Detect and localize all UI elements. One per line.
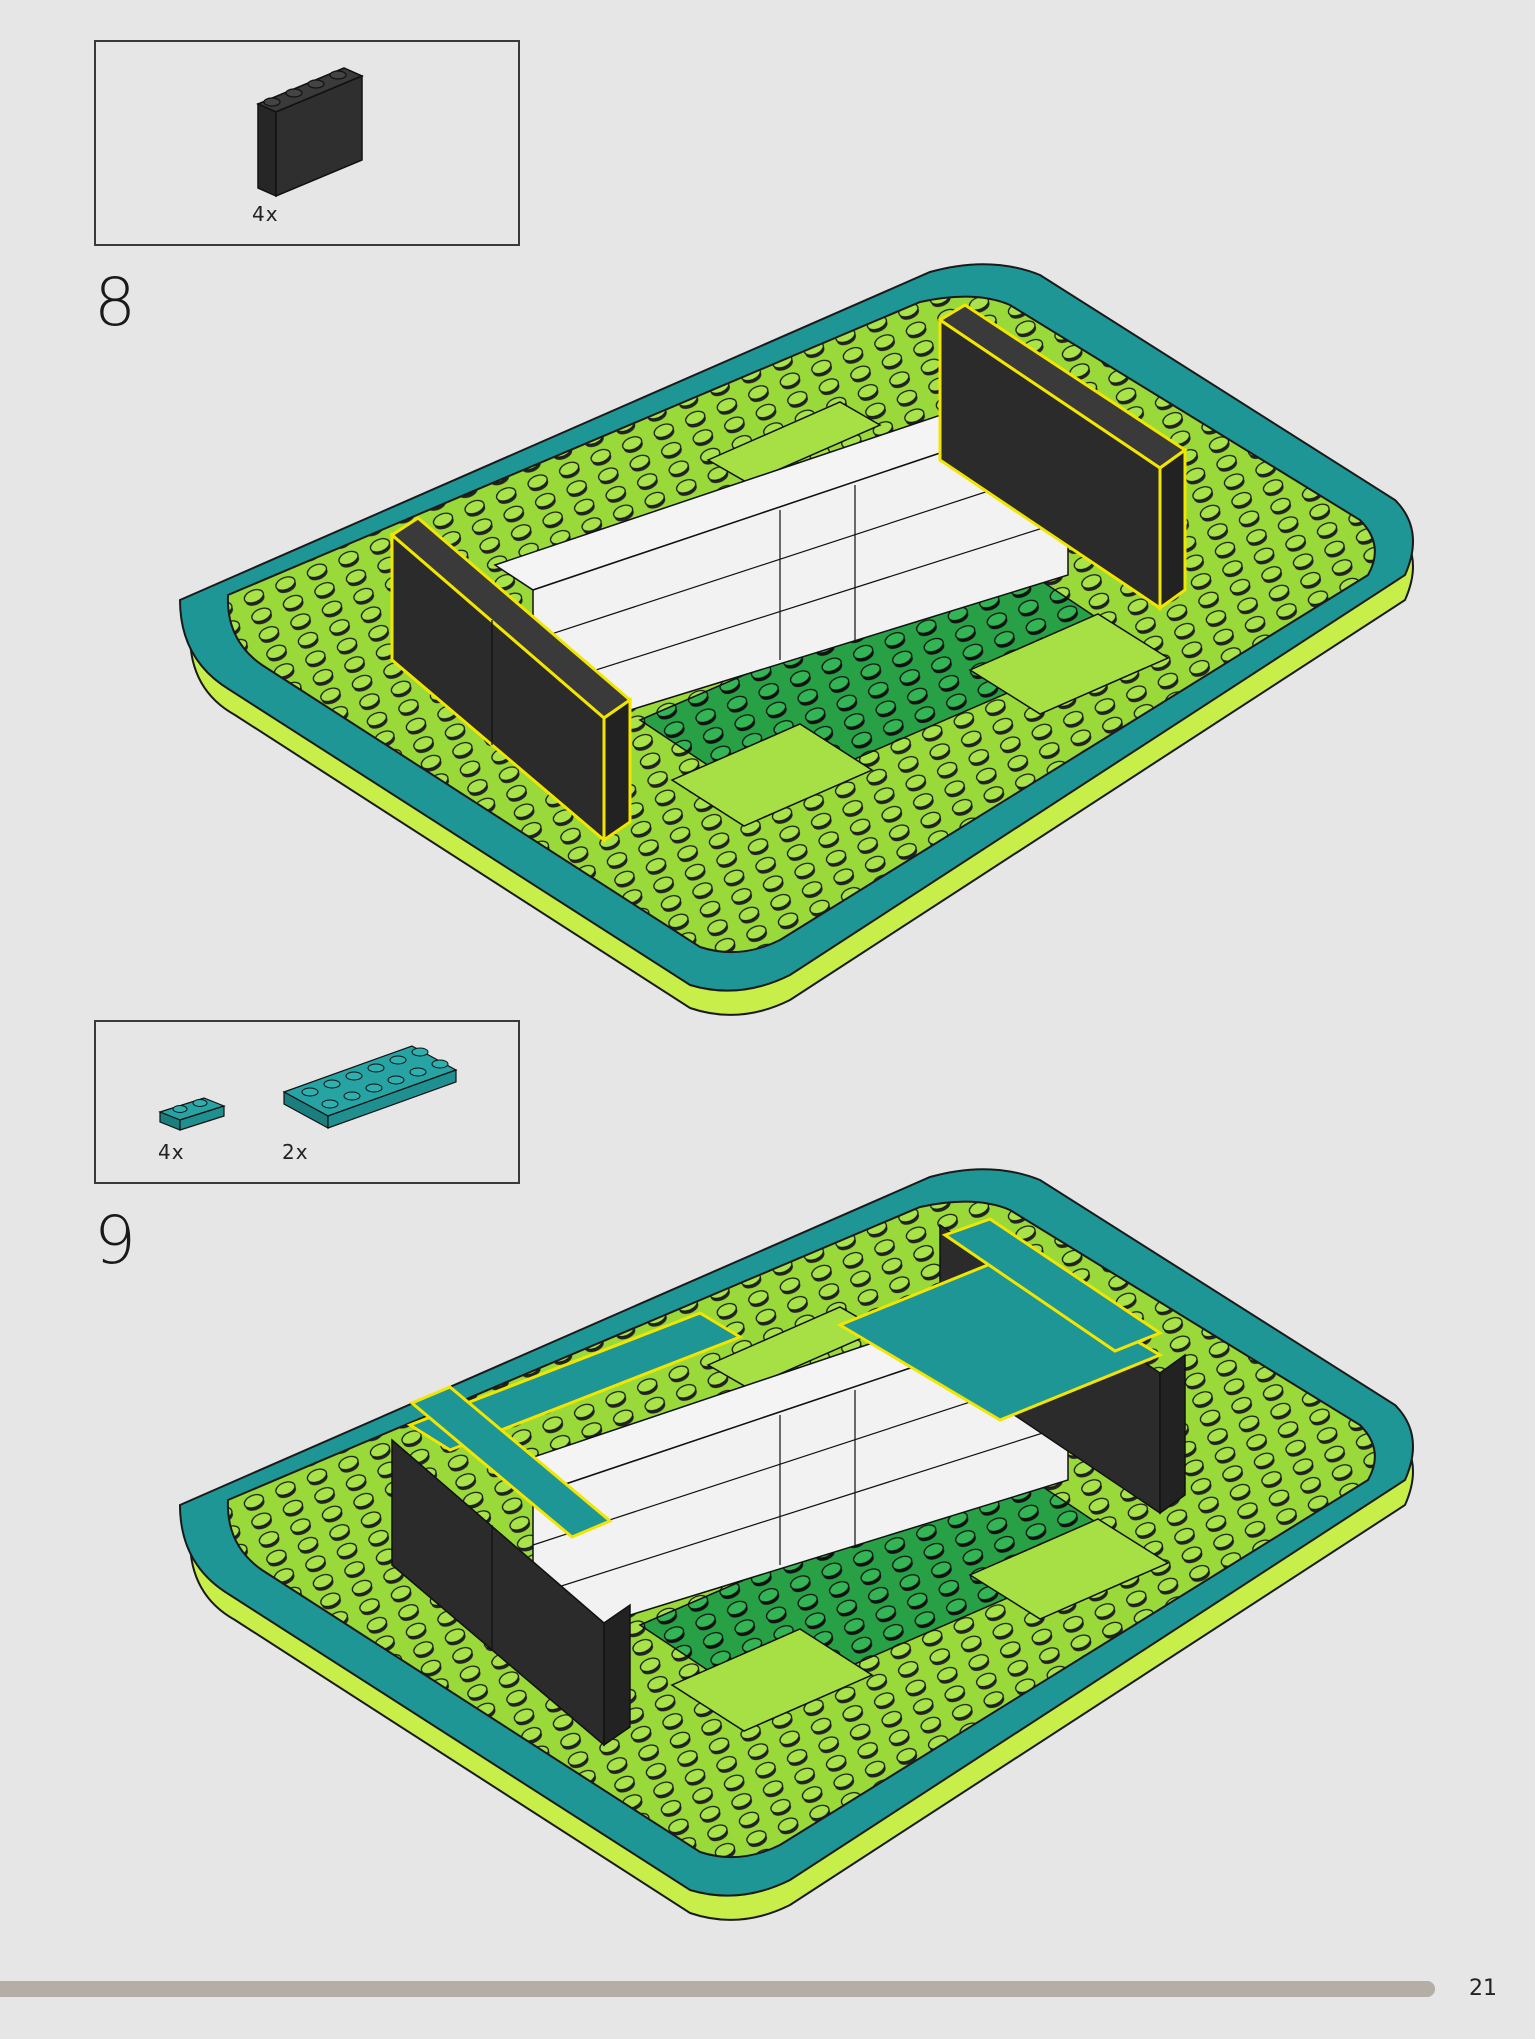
teal-plate-left-corner: [409, 1385, 613, 1539]
tile-front: [670, 1628, 874, 1732]
teal-plate-right-top: [836, 1258, 1164, 1422]
parts-callout-step-9: 4x 2x: [94, 1020, 520, 1184]
teal-plate-1x2-icon: [158, 1097, 226, 1131]
teal-plate-right-corner: [941, 1217, 1164, 1353]
step-number-8: 8: [94, 264, 136, 341]
tile-back: [706, 401, 882, 484]
parts-callout-step-8: 4x: [94, 40, 520, 246]
page-progress-bar: [0, 1981, 1435, 1997]
build-illustration-step-8: [178, 263, 1414, 1016]
part-quantity: 4x: [158, 1140, 185, 1164]
teal-plate-left-top: [406, 1311, 744, 1452]
tile-right: [968, 613, 1170, 715]
black-brick-1x4x3-icon: [256, 67, 364, 198]
build-illustration-step-9: [178, 1168, 1414, 1921]
page-number: 21: [1469, 1976, 1497, 2001]
step-number-9: 9: [94, 1202, 136, 1279]
tile-right: [968, 1518, 1170, 1620]
tile-front: [670, 723, 874, 827]
page-progress-fill: [0, 1981, 1435, 1997]
part-quantity: 4x: [252, 202, 279, 226]
teal-plate-2x6-icon: [282, 1045, 458, 1130]
part-quantity: 2x: [282, 1140, 309, 1164]
